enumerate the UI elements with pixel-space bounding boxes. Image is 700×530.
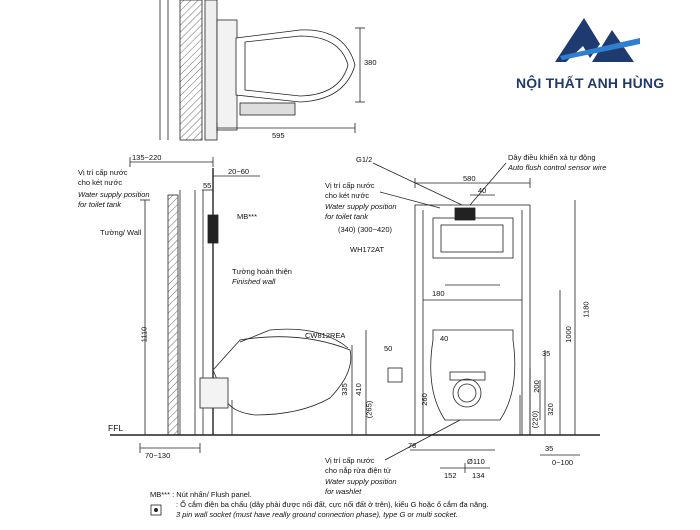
- dim-134: 134: [472, 471, 485, 480]
- dim-335: 335: [339, 383, 349, 396]
- socket-legend-icon: [150, 504, 162, 516]
- dim-78: 78: [408, 441, 417, 450]
- toilet-front: [430, 329, 516, 421]
- washlet-vi-2: cho nắp rửa điện tử: [325, 466, 391, 475]
- dim-40-top: 40: [478, 186, 487, 195]
- dim-135-220: 135~220: [132, 153, 162, 162]
- dim-55: 55: [203, 181, 212, 190]
- dim-260: 260: [419, 393, 429, 406]
- ffl-label: FFL: [108, 423, 124, 433]
- washlet-en-2: for washlet: [325, 487, 362, 496]
- logo-mark: [555, 18, 640, 62]
- model-label: CW812REA: [305, 331, 346, 340]
- legend-mb: MB*** : Nút nhấn/ Flush panel.: [150, 490, 252, 499]
- side-water-en-2: for toilet tank: [78, 200, 121, 209]
- dim-180: 180: [432, 289, 445, 298]
- mb-label: MB***: [237, 212, 258, 221]
- front-water-en-2: for toilet tank: [325, 212, 368, 221]
- front-water-vi-2: cho két nước: [325, 191, 370, 200]
- wall-hatch-top: [179, 0, 203, 141]
- legend-socket-en: 3 pin wall socket (must have really grou…: [176, 510, 458, 519]
- top-view: [159, 0, 365, 141]
- wall-label: Tường/ Wall: [100, 228, 142, 237]
- side-water-vi-1: Vị trí cấp nước: [78, 168, 128, 177]
- dim-40-mid: 40: [440, 334, 449, 343]
- flush-panel: [207, 214, 219, 244]
- washlet-en-1: Water supply position: [325, 477, 397, 486]
- dim-340: (340) (300~420): [338, 225, 392, 234]
- legend: MB*** : Nút nhấn/ Flush panel. : Ổ cắm đ…: [150, 490, 489, 520]
- g12-label: G1/2: [356, 155, 373, 164]
- dim-35-a: 35: [542, 349, 551, 358]
- dim-1000: 1000: [563, 326, 573, 343]
- front-water-en-1: Water supply position: [325, 202, 397, 211]
- dim-595: 595: [272, 131, 285, 140]
- dim-1110: 1110: [139, 326, 149, 343]
- wh-model: WH172AT: [350, 245, 385, 254]
- front-view: [372, 162, 600, 473]
- front-water-vi-1: Vị trí cấp nước: [325, 181, 375, 190]
- dim-220: (220): [530, 410, 540, 429]
- legend-socket-vi: : Ổ cắm điện ba chấu (dây phải được nối …: [176, 500, 489, 509]
- finished-wall-vi: Tường hoàn thiện: [232, 267, 292, 276]
- dim-70-130: 70~130: [145, 451, 171, 460]
- dim-380: 380: [364, 58, 377, 67]
- side-water-en-1: Water supply position: [78, 190, 150, 199]
- washlet-vi-1: Vị trí cấp nước: [325, 456, 375, 465]
- toilet-bowl-top: [235, 29, 356, 103]
- wall-socket: [387, 367, 403, 383]
- side-water-vi-2: cho két nước: [78, 178, 123, 187]
- drain-pipe: [452, 378, 482, 408]
- sensor-vi: Dây điều khiển xả tự động: [508, 153, 596, 162]
- brand-name: NỘI THẤT ANH HÙNG: [516, 75, 665, 91]
- dim-20-60: 20~60: [228, 167, 250, 176]
- wall-hatch-side: [167, 194, 179, 436]
- toilet-side-profile: [212, 336, 352, 416]
- dim-200: 200: [531, 380, 541, 393]
- dim-110: Ø110: [467, 457, 485, 466]
- dim-50: 50: [384, 344, 393, 353]
- dim-580: 580: [463, 174, 476, 183]
- dim-152: 152: [444, 471, 457, 480]
- dim-0-100: 0~100: [552, 458, 574, 467]
- dim-35-b: 35: [545, 444, 554, 453]
- dim-265: (265): [364, 400, 374, 419]
- side-view: [110, 157, 380, 453]
- dim-1180: 1180: [581, 301, 591, 318]
- finished-wall-en: Finished wall: [232, 277, 276, 286]
- dim-320: 320: [545, 403, 555, 416]
- sensor-en: Auto flush control sensor wire: [508, 163, 607, 172]
- dim-410: 410: [353, 383, 363, 396]
